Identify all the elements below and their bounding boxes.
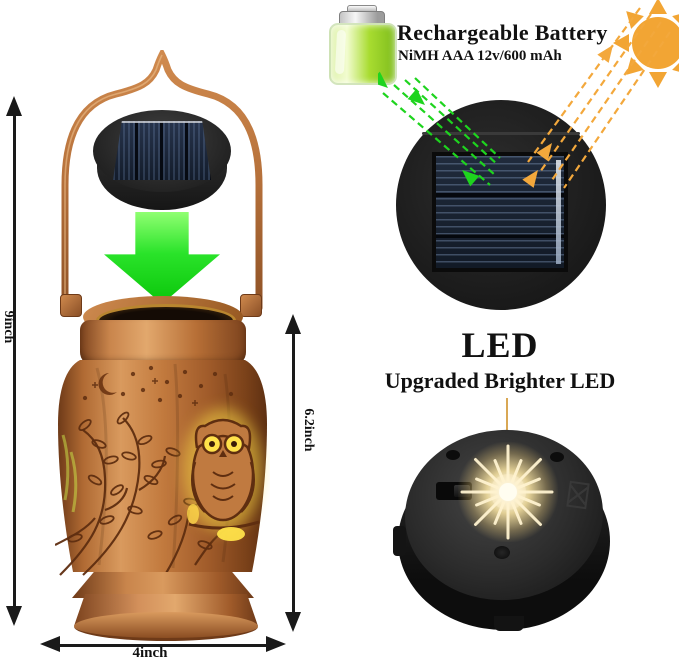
solar-panel-cells [432,152,568,272]
led-starburst-icon [460,444,554,540]
screw-hole [446,450,460,460]
base-width-label: 4inch [132,645,168,661]
arrow-shaft [292,330,295,616]
arrowhead-up-icon [6,96,22,116]
led-unit-tab [393,526,406,556]
lid-edge-line [422,132,580,135]
led-subtitle: Upgraded Brighter LED [384,368,616,393]
total-height-label: 9inch [1,310,16,344]
arrowhead-left-icon [40,636,60,652]
solar-panel-closeup [396,100,606,310]
led-heading: LED [461,325,539,365]
sun-icon [613,0,679,88]
jar-foot [72,572,254,598]
arrow-shaft [58,644,266,647]
arrowhead-up-icon [285,314,301,334]
center-screw [494,546,510,559]
handle-bracket-right [240,294,262,317]
arrowhead-down-icon [6,606,22,626]
owl-cutout [183,408,263,541]
battery-subtitle: NiMH AAA 12v/600 mAh [398,48,562,64]
solar-lid [93,110,231,214]
lantern-handle [61,50,263,310]
body-height-label: 6.2inch [301,408,316,452]
panel-bus-strip [556,160,561,264]
solar-panel-icon [113,121,211,180]
led-unit-closeup [393,423,612,632]
jar-foot-rim [74,612,258,641]
handle-bracket-left [60,294,82,317]
battery-title: Rechargeable Battery [397,20,608,45]
arrowhead-right-icon [266,636,286,652]
jar-neck [80,320,246,366]
arrow-shaft [13,112,16,608]
jar-body [55,360,267,576]
led-unit-tab [494,616,524,631]
arrowhead-down-icon [285,612,301,632]
rechargeable-battery-icon [327,5,397,85]
